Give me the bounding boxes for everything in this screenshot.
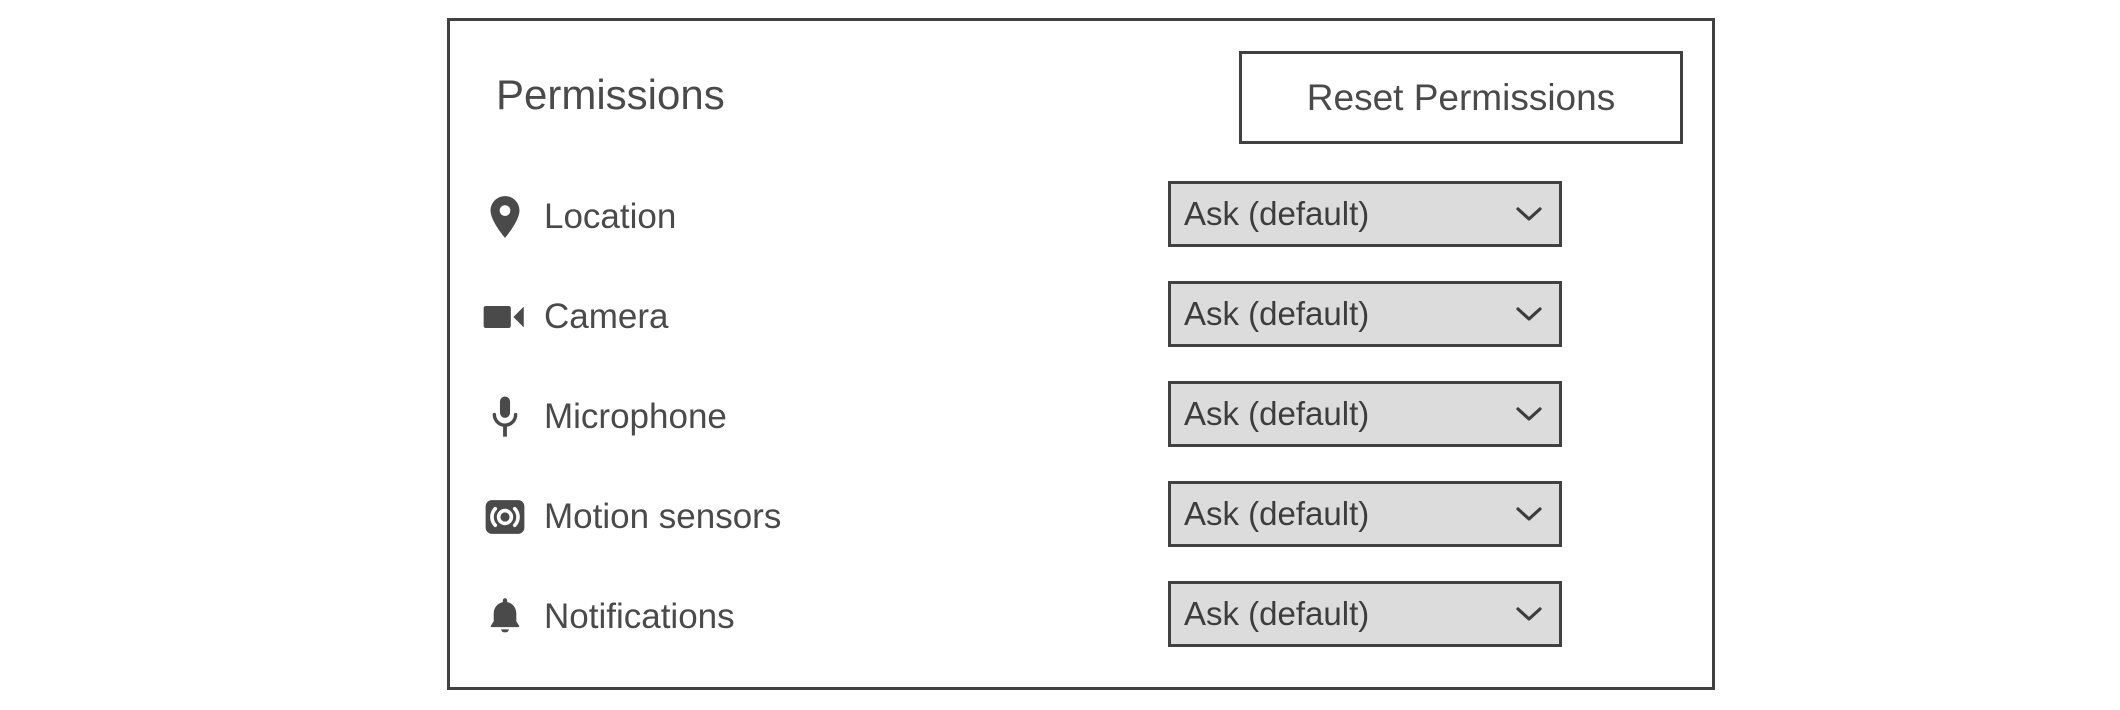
permission-row-camera: Camera Ask (default) [450, 267, 1712, 367]
chevron-down-icon [1515, 500, 1543, 528]
permission-select-value: Ask (default) [1184, 195, 1370, 232]
chevron-down-icon [1515, 200, 1543, 228]
permission-label: Camera [544, 297, 669, 336]
chevron-down-icon [1515, 300, 1543, 328]
reset-permissions-button[interactable]: Reset Permissions [1239, 51, 1683, 144]
bell-icon [482, 594, 528, 640]
permission-label: Location [544, 197, 677, 236]
permission-row-notifications: Notifications Ask (default) [450, 567, 1712, 667]
chevron-down-icon [1515, 400, 1543, 428]
permission-label: Microphone [544, 397, 727, 436]
permission-row-notifications-label-group: Notifications [482, 567, 735, 667]
permission-label: Motion sensors [544, 497, 782, 536]
permissions-panel: Permissions Reset Permissions Location A… [447, 18, 1715, 690]
permission-select-value: Ask (default) [1184, 595, 1370, 632]
video-camera-icon [482, 294, 528, 340]
permission-select-microphone[interactable]: Ask (default) [1168, 381, 1562, 447]
permission-row-location-label-group: Location [482, 167, 676, 267]
permission-select-motion-sensors[interactable]: Ask (default) [1168, 481, 1562, 547]
permission-select-value: Ask (default) [1184, 395, 1370, 432]
location-pin-icon [482, 194, 528, 240]
permission-select-value: Ask (default) [1184, 295, 1370, 332]
permission-row-microphone: Microphone Ask (default) [450, 367, 1712, 467]
chevron-down-icon [1515, 600, 1543, 628]
permission-select-value: Ask (default) [1184, 495, 1370, 532]
permission-row-motion-sensors: Motion sensors Ask (default) [450, 467, 1712, 567]
page-title: Permissions [496, 71, 725, 118]
motion-sensors-icon [482, 494, 528, 540]
permission-row-microphone-label-group: Microphone [482, 367, 727, 467]
permission-select-camera[interactable]: Ask (default) [1168, 281, 1562, 347]
permission-row-motion-sensors-label-group: Motion sensors [482, 467, 781, 567]
permissions-list: Location Ask (default) [450, 167, 1712, 667]
permission-row-location: Location Ask (default) [450, 167, 1712, 267]
permission-label: Notifications [544, 597, 735, 636]
permission-select-location[interactable]: Ask (default) [1168, 181, 1562, 247]
permission-select-notifications[interactable]: Ask (default) [1168, 581, 1562, 647]
panel-header: Permissions Reset Permissions [450, 21, 1712, 167]
permission-row-camera-label-group: Camera [482, 267, 668, 367]
microphone-icon [482, 394, 528, 440]
